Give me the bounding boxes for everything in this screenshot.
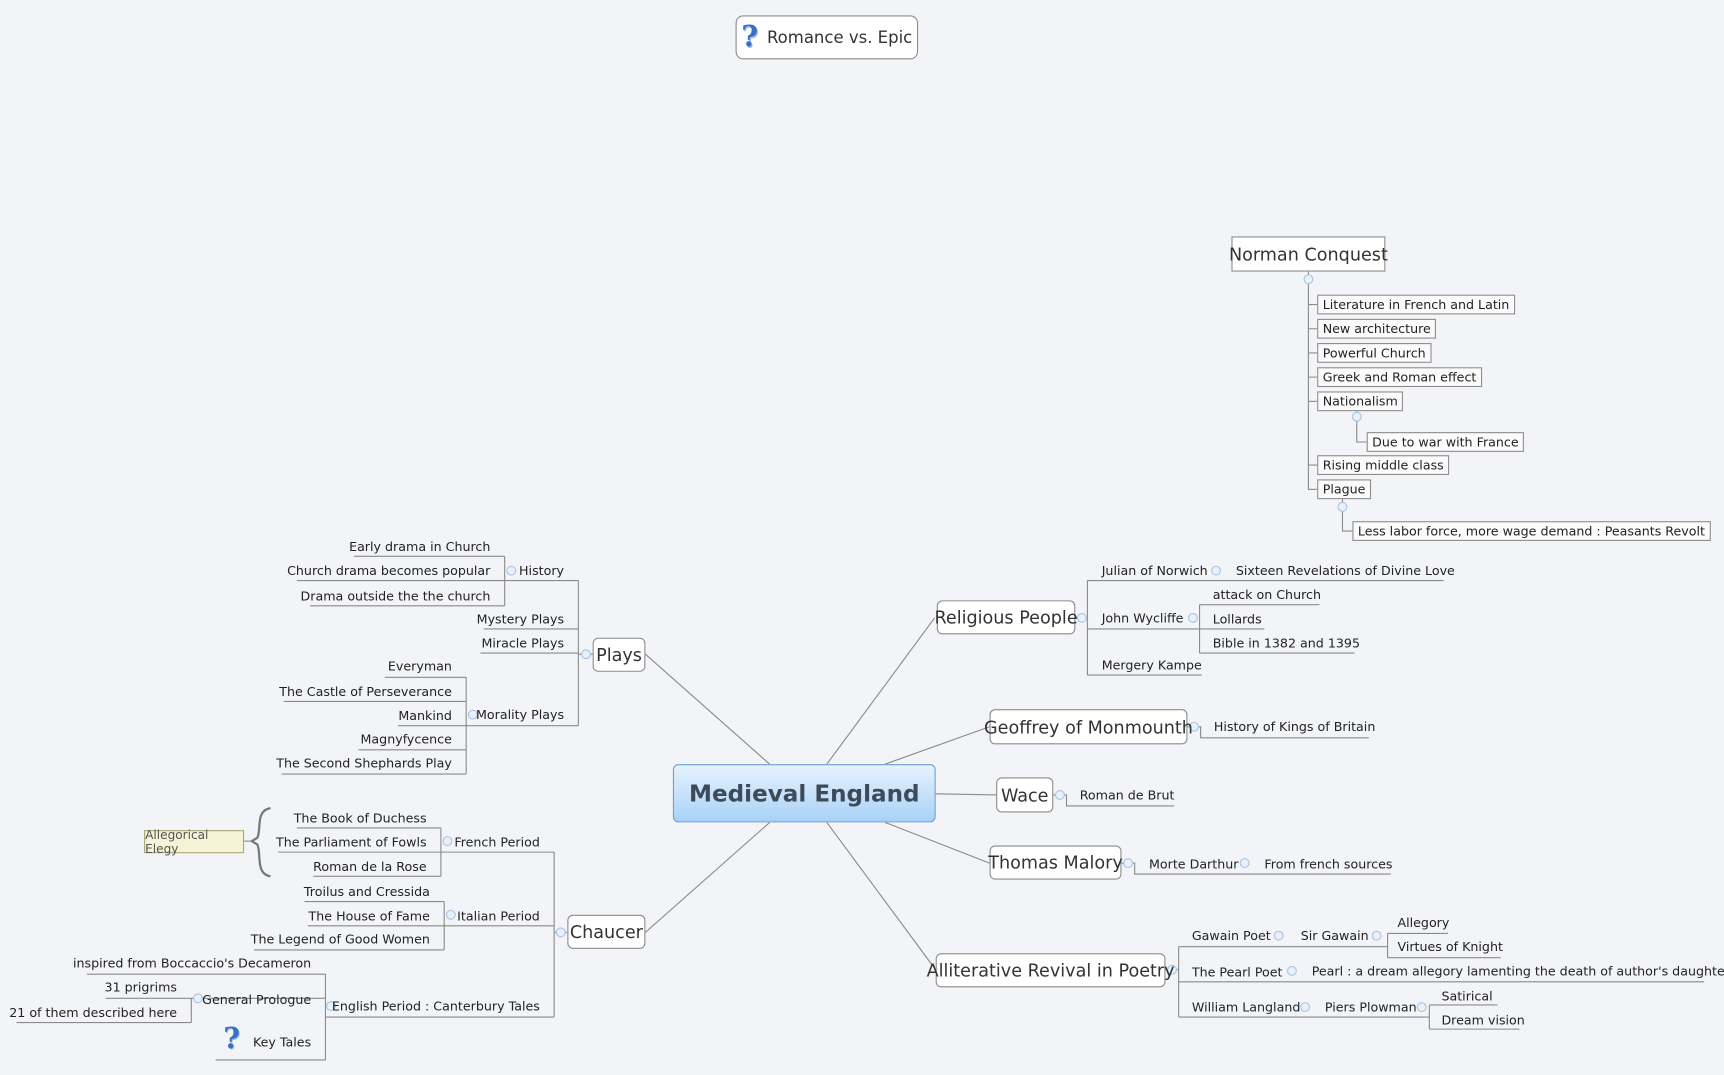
subtopic[interactable]: Mergery Kampe — [1101, 657, 1202, 673]
topic-label: Romance vs. Epic — [766, 27, 913, 48]
question-icon: ? — [741, 20, 759, 54]
subtopic[interactable]: The Castle of Perseverance — [279, 683, 452, 700]
subtopic[interactable]: The Second Shephards Play — [276, 755, 452, 771]
brace — [249, 807, 271, 878]
subtopic[interactable]: New architecture — [1317, 318, 1437, 339]
subtopic[interactable]: 31 prigrims — [104, 979, 178, 996]
subtopic[interactable]: The Legend of Good Women — [250, 931, 430, 947]
subtopic[interactable]: The Parliament of Fowls — [275, 834, 427, 850]
subtopic[interactable]: Mystery Plays — [476, 611, 565, 627]
subtopic[interactable]: Italian Period — [457, 908, 540, 924]
subtopic[interactable]: Church drama becomes popular — [287, 562, 491, 579]
subtopic[interactable]: Drama outside the the church — [300, 588, 491, 604]
subtopic[interactable]: Troilus and Cressida — [303, 883, 430, 900]
topic-alliterative-revival[interactable]: Alliterative Revival in Poetry — [927, 953, 1175, 988]
topic-label: Chaucer — [569, 921, 643, 943]
subtopic[interactable]: The Book of Duchess — [293, 810, 427, 826]
topic-label: Wace — [1000, 784, 1049, 806]
topic-chaucer[interactable]: Chaucer — [567, 914, 646, 949]
subtopic[interactable]: Mankind — [398, 708, 452, 724]
subtopic[interactable]: From french sources — [1264, 856, 1393, 872]
subtopic[interactable]: Sixteen Revelations of Divine Love — [1235, 562, 1455, 579]
subtopic[interactable]: 21 of them described here — [9, 1004, 178, 1021]
topic-thomas-malory[interactable]: Thomas Malory — [988, 845, 1123, 880]
subtopic[interactable]: Due to war with France — [1366, 432, 1525, 452]
topic-wace[interactable]: Wace — [996, 777, 1054, 813]
subtopic[interactable]: Dream vision — [1441, 1012, 1525, 1029]
central-topic[interactable]: Medieval England — [672, 764, 936, 823]
subtopic[interactable]: Sir Gawain — [1300, 927, 1369, 944]
subtopic[interactable]: Less labor force, more wage demand : Pea… — [1352, 521, 1711, 541]
subtopic[interactable]: Roman de Brut — [1079, 787, 1175, 803]
subtopic[interactable]: Literature in French and Latin — [1317, 294, 1515, 315]
subtopic[interactable]: Lollards — [1212, 611, 1262, 627]
subtopic[interactable]: Everyman — [387, 658, 452, 674]
subtopic[interactable]: The Pearl Poet — [1191, 964, 1283, 980]
subtopic[interactable]: Roman de la Rose — [313, 858, 427, 875]
subtopic[interactable]: Piers Plowman — [1324, 999, 1417, 1015]
summary-allegorical-elegy[interactable]: Allegorical Elegy — [144, 827, 245, 856]
question-icon: ? — [223, 1022, 240, 1056]
subtopic[interactable]: Satirical — [1441, 988, 1493, 1004]
subtopic[interactable]: French Period — [454, 834, 540, 850]
subtopic[interactable]: Powerful Church — [1317, 343, 1432, 363]
subtopic[interactable]: William Langland — [1191, 999, 1301, 1015]
subtopic[interactable]: Plague — [1317, 479, 1371, 500]
subtopic-key-tales[interactable]: Key Tales — [252, 1034, 312, 1051]
summary-label: Allegorical Elegy — [145, 827, 209, 856]
subtopic[interactable]: The House of Fame — [308, 908, 430, 924]
subtopic[interactable]: Rising middle class — [1317, 455, 1450, 475]
subtopic[interactable]: John Wycliffe — [1101, 610, 1184, 626]
topic-label: Plays — [596, 644, 642, 666]
subtopic[interactable]: Morte Darthur — [1148, 856, 1239, 872]
subtopic[interactable]: General Prologue — [202, 991, 312, 1008]
topic-label: Geoffrey of Monmounth — [984, 716, 1193, 738]
topic-label: Thomas Malory — [988, 852, 1123, 874]
collapse-toggles[interactable] — [192, 274, 1427, 1013]
topic-label: Religious People — [934, 606, 1078, 628]
subtopic[interactable]: attack on Church — [1212, 587, 1321, 603]
topic-label: Norman Conquest — [1228, 243, 1388, 265]
topic-label: Alliterative Revival in Poetry — [926, 959, 1175, 981]
subtopic[interactable]: History — [519, 562, 565, 579]
subtopic[interactable]: Early drama in Church — [349, 538, 491, 555]
subtopic[interactable]: Magnyfycence — [360, 731, 452, 747]
subtopic[interactable]: Bible in 1382 and 1395 — [1212, 635, 1361, 651]
subtopic[interactable]: Allegory — [1397, 914, 1450, 931]
subtopic[interactable]: Miracle Plays — [481, 635, 565, 651]
subtopic[interactable]: inspired from Boccaccio's Decameron — [73, 955, 312, 971]
subtopic[interactable]: Gawain Poet — [1191, 927, 1271, 944]
subtopic[interactable]: History of Kings of Britain — [1213, 719, 1376, 735]
subtopic[interactable]: Greek and Roman effect — [1317, 367, 1482, 388]
floating-topic-romance-vs-epic[interactable]: ? Romance vs. Epic — [735, 15, 919, 60]
central-topic-label: Medieval England — [689, 780, 920, 807]
topic-geoffrey[interactable]: Geoffrey of Monmounth — [984, 709, 1193, 745]
topic-religious-people[interactable]: Religious People — [934, 600, 1078, 635]
subtopic[interactable]: Virtues of Knight — [1397, 938, 1503, 955]
subtopic[interactable]: Julian of Norwich — [1101, 562, 1208, 579]
topic-plays[interactable]: Plays — [592, 637, 646, 672]
subtopic[interactable]: English Period : Canterbury Tales — [331, 998, 540, 1014]
topic-norman-conquest[interactable]: Norman Conquest — [1228, 236, 1388, 272]
subtopic[interactable]: Pearl : a dream allegory lamenting the d… — [1311, 963, 1724, 979]
subtopic[interactable]: Nationalism — [1317, 391, 1404, 412]
subtopic[interactable]: Morality Plays — [475, 706, 565, 723]
